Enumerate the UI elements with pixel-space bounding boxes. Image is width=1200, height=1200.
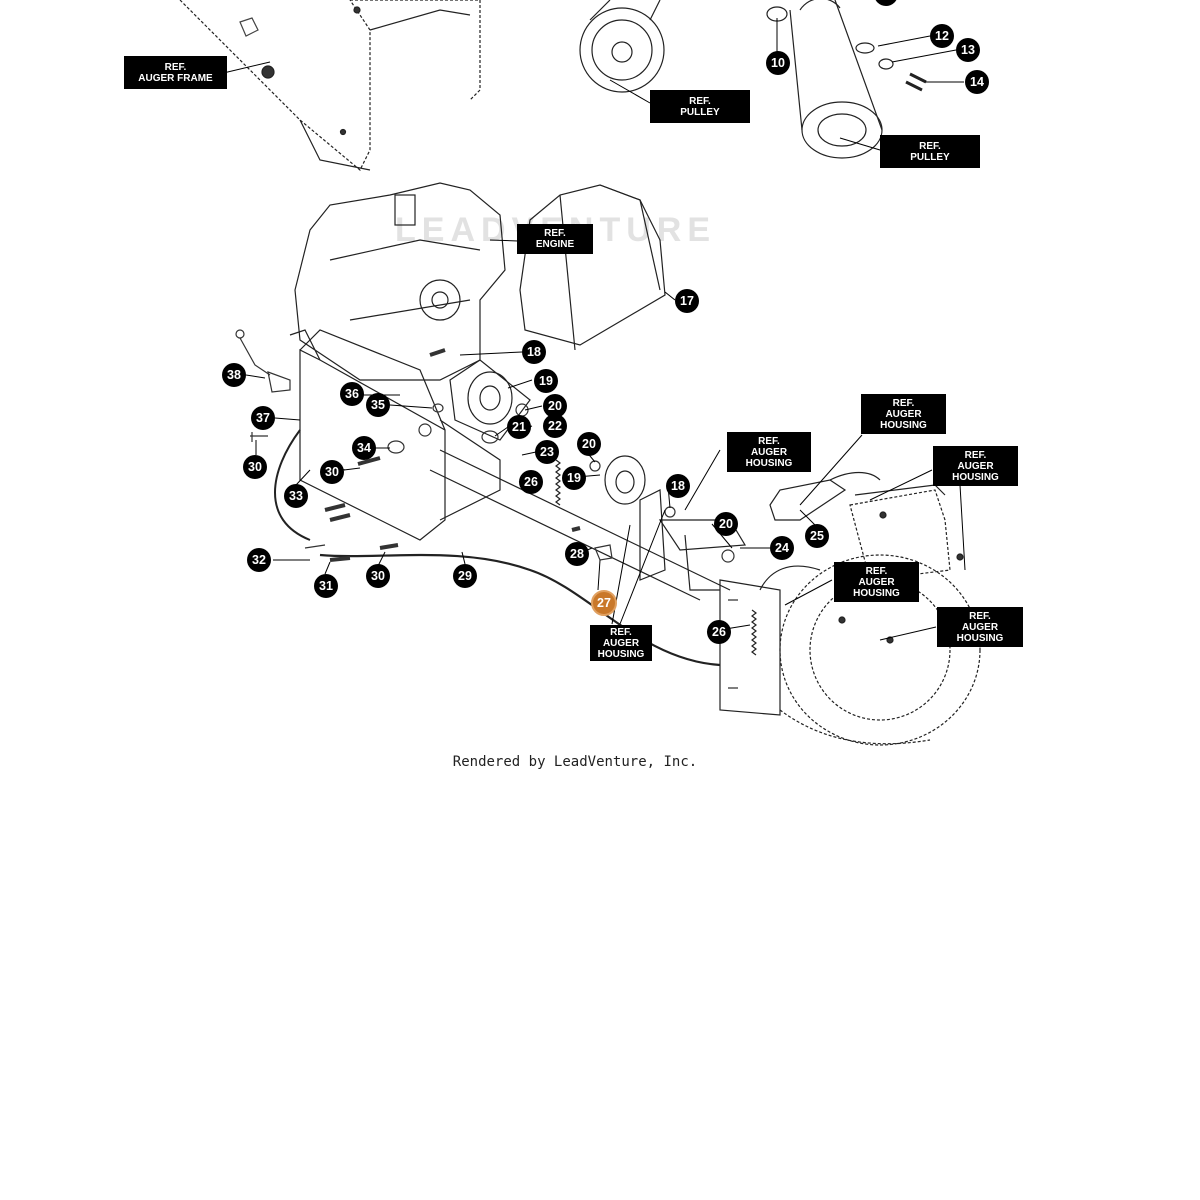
- callout-20-lower[interactable]: 20: [714, 512, 738, 536]
- callout-33[interactable]: 33: [284, 484, 308, 508]
- pulley-left-drawing: [579, 0, 665, 93]
- callout-29[interactable]: 29: [453, 564, 477, 588]
- idler-pulley-lower-drawing: [604, 455, 646, 505]
- callout-11[interactable]: 11: [874, 0, 898, 6]
- callout-36[interactable]: 36: [340, 382, 364, 406]
- callout-28[interactable]: 28: [565, 542, 589, 566]
- ref-label-engine: REF.ENGINE: [517, 224, 593, 254]
- spring-left-drawing: [555, 459, 561, 506]
- callout-30-left[interactable]: 30: [243, 455, 267, 479]
- callout-27-selected[interactable]: 27: [591, 590, 617, 616]
- spring-right-drawing: [751, 609, 757, 656]
- ref-label-pulley-right: REF.PULLEY: [880, 135, 980, 168]
- callout-34[interactable]: 34: [352, 436, 376, 460]
- callout-30-bottom[interactable]: 30: [366, 564, 390, 588]
- callout-25[interactable]: 25: [805, 524, 829, 548]
- callout-24[interactable]: 24: [770, 536, 794, 560]
- callout-20-upper[interactable]: 20: [543, 394, 567, 418]
- callout-22[interactable]: 22: [543, 414, 567, 438]
- callout-23[interactable]: 23: [535, 440, 559, 464]
- callout-17[interactable]: 17: [675, 289, 699, 313]
- callout-32[interactable]: 32: [247, 548, 271, 572]
- callout-12[interactable]: 12: [930, 24, 954, 48]
- callout-19-upper[interactable]: 19: [534, 369, 558, 393]
- callout-10[interactable]: 10: [766, 51, 790, 75]
- ref-label-auger-frame: REF.AUGER FRAME: [124, 56, 227, 89]
- callout-13[interactable]: 13: [956, 38, 980, 62]
- auger-frame-drawing: [179, 0, 481, 171]
- hardware-drawing: [235, 329, 738, 689]
- callout-18-upper[interactable]: 18: [522, 340, 546, 364]
- callout-20-middle[interactable]: 20: [577, 432, 601, 456]
- callout-31[interactable]: 31: [314, 574, 338, 598]
- callout-38[interactable]: 38: [222, 363, 246, 387]
- callout-30-middle[interactable]: 30: [320, 460, 344, 484]
- callout-21[interactable]: 21: [507, 415, 531, 439]
- render-credit: Rendered by LeadVenture, Inc.: [452, 754, 698, 770]
- pulley-right-drawing: [766, 0, 927, 159]
- mounting-plate-drawing: [289, 329, 501, 541]
- callout-18-lower[interactable]: 18: [666, 474, 690, 498]
- rod-drawing: [439, 449, 731, 591]
- callout-19-lower[interactable]: 19: [562, 466, 586, 490]
- callout-26-right[interactable]: 26: [707, 620, 731, 644]
- callout-14[interactable]: 14: [965, 70, 989, 94]
- idler-bracket-drawing: [639, 489, 747, 591]
- engine-drawing: [294, 182, 506, 381]
- cable-bracket-drawing: [769, 471, 881, 521]
- callout-37[interactable]: 37: [251, 406, 275, 430]
- callout-26-left[interactable]: 26: [519, 470, 543, 494]
- belt-cover-drawing: [519, 184, 666, 351]
- callout-35[interactable]: 35: [366, 393, 390, 417]
- cable-upper-drawing: [274, 429, 311, 541]
- ref-label-pulley-left: REF.PULLEY: [650, 90, 750, 123]
